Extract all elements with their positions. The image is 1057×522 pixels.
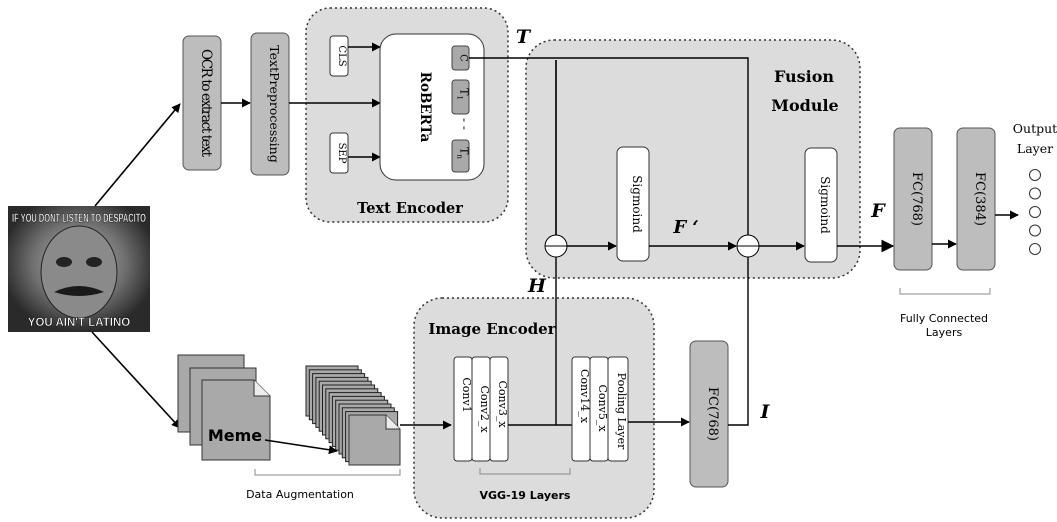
meme-stack — [177, 354, 271, 461]
i-feature-line — [728, 257, 749, 426]
meme-stack-label: Meme — [208, 426, 262, 445]
output-node — [1029, 224, 1041, 237]
symbol-t: T — [516, 26, 532, 48]
ocr-label: OCR to extract text — [198, 49, 214, 158]
symbol-i: I — [760, 401, 771, 423]
meme-to-ocr-arrow — [94, 103, 181, 207]
fc-768-box — [893, 127, 933, 271]
output-nodes — [1029, 169, 1041, 255]
sigmoid-box-2 — [804, 147, 838, 263]
output-label-line2: Layer — [1017, 141, 1053, 156]
output-label-line1: Output — [1013, 121, 1057, 136]
vgg-brace — [479, 468, 571, 475]
output-node — [1029, 243, 1041, 255]
output-node — [1029, 169, 1041, 181]
image-encoder-title: Image Encoder — [428, 320, 556, 338]
meme-caption-top: IF YOU DONT LISTEN TO DESPACITO — [12, 213, 146, 225]
fc-384-label: FC(384) — [972, 172, 987, 226]
conv5-label: Conv5_x — [596, 384, 609, 432]
meme-caption-bottom: YOU AIN'T LATINO — [28, 317, 130, 329]
conv2-label: Conv2_x — [478, 385, 491, 433]
cls-token-box — [329, 35, 349, 77]
augmentation-brace — [254, 469, 401, 476]
sigmoid-label-1: Sigmoind — [630, 175, 644, 233]
fusion-title-line2: Module — [771, 96, 838, 115]
text-preprocessing-label: TextPreprocessing — [267, 45, 282, 162]
fc-caption-line2: Layers — [926, 326, 963, 339]
image-encoder-region — [413, 297, 655, 519]
fc-384-box — [956, 127, 996, 271]
pooling-layer-box — [607, 356, 629, 462]
image-fc-768-box — [689, 340, 729, 488]
output-node — [1029, 206, 1041, 218]
cls-token-label: CLS — [336, 45, 347, 66]
fc-768-label: FC(768) — [909, 172, 924, 226]
symbol-f-prime: F ‘ — [672, 217, 698, 238]
symbol-h: H — [527, 275, 547, 297]
conv14-label: Conv14_x — [578, 369, 591, 424]
meme-image: IF YOU DONT LISTEN TO DESPACITO YOU AIN'… — [8, 206, 150, 332]
token-t1-label: T1 — [456, 88, 471, 100]
output-node — [1029, 187, 1041, 200]
image-fc-768-label: FC(768) — [705, 387, 720, 441]
meme-to-stack-arrow — [91, 331, 181, 429]
pooling-layer-label: Pooling Layer — [615, 373, 628, 450]
augmentation-arrow — [264, 439, 338, 455]
sep-token-label: SEP — [336, 143, 347, 164]
fc-layers-brace — [899, 288, 991, 295]
conv3-label: Conv3_x — [496, 380, 509, 428]
sep-token-box — [329, 132, 349, 174]
text-preprocessing-box — [250, 32, 290, 176]
t-feature-line — [469, 57, 749, 240]
conv3-box — [489, 356, 509, 462]
token-tn-box — [451, 139, 470, 173]
fc-caption-line1: Fully Connected — [900, 312, 988, 325]
fusion-module-region — [525, 39, 861, 279]
token-t1-box — [451, 79, 470, 115]
fusion-title-line1: Fusion — [774, 67, 834, 86]
sigmoid-label-2: Sigmoind — [818, 176, 832, 234]
roberta-label: RoBERTa — [417, 72, 433, 143]
symbol-f: F — [870, 200, 886, 222]
conv1-label: Conv1 — [460, 377, 473, 412]
face-shape — [40, 225, 118, 319]
token-c-label: C — [458, 54, 469, 62]
token-tn-label: Tn — [456, 147, 471, 159]
vgg-caption: VGG-19 Layers — [480, 489, 571, 502]
sigmoid-box-1 — [616, 146, 650, 262]
augmentation-label: Data Augmentation — [246, 488, 354, 501]
text-encoder-title: Text Encoder — [357, 200, 463, 217]
augmented-front-fold — [385, 415, 400, 430]
token-ellipsis: - - — [458, 118, 472, 130]
